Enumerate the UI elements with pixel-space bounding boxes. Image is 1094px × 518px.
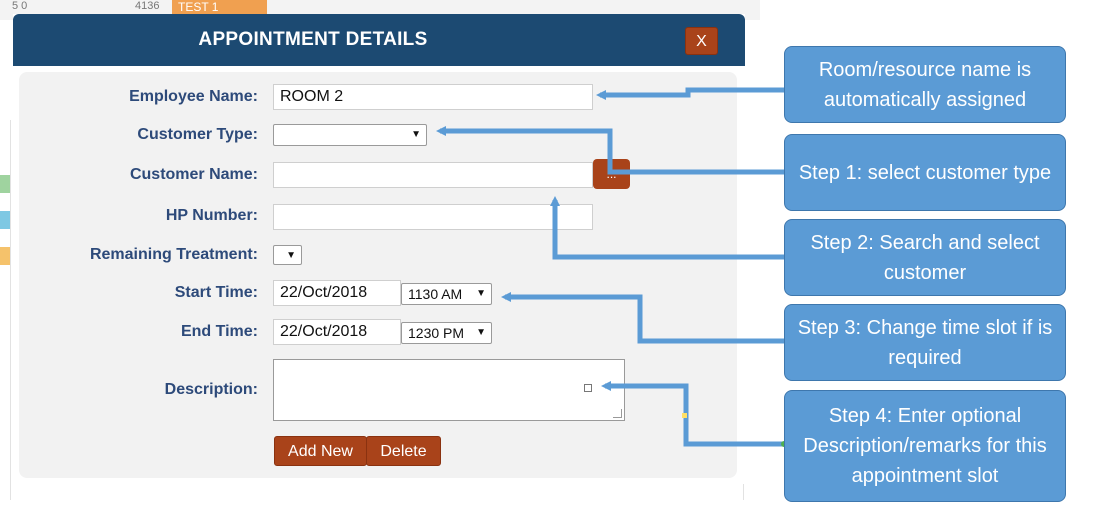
hp-number-label: HP Number: — [165, 207, 258, 224]
start-time-select[interactable]: 1130 AM ▼ — [401, 283, 492, 305]
end-time-value: 1230 PM — [408, 325, 465, 341]
arrow-description — [601, 381, 784, 447]
end-date-field[interactable]: 22/Oct/2018 — [273, 319, 401, 345]
start-date-field[interactable]: 22/Oct/2018 — [273, 280, 401, 306]
start-time-label: Start Time: — [174, 284, 258, 301]
add-new-button[interactable]: Add New — [274, 436, 367, 466]
callout-room-assigned: Room/resource name is automatically assi… — [784, 46, 1066, 123]
remaining-treatment-select[interactable]: ▼ — [273, 245, 302, 265]
background-appointment-block[interactable]: TEST 1 — [172, 0, 267, 14]
employee-name-field[interactable]: ROOM 2 — [273, 84, 593, 110]
description-textarea[interactable] — [273, 359, 625, 421]
close-button[interactable]: X — [685, 27, 718, 55]
remaining-treatment-label: Remaining Treatment: — [89, 246, 258, 263]
dropdown-arrow-icon: ▼ — [476, 288, 486, 299]
arrow-employee-name — [596, 87, 784, 100]
customer-type-select[interactable]: ▼ — [273, 124, 427, 146]
arrow-time-slot — [501, 292, 784, 344]
dropdown-arrow-icon: ▼ — [411, 129, 421, 140]
connector-handle-icon — [682, 413, 687, 418]
description-label: Description: — [164, 381, 258, 398]
arrow-customer-name — [550, 196, 784, 260]
start-time-value: 1130 AM — [408, 286, 463, 302]
customer-name-label: Customer Name: — [129, 166, 258, 183]
dropdown-arrow-icon: ▼ — [476, 327, 486, 338]
resize-grip-icon[interactable] — [613, 409, 622, 418]
customer-type-label: Customer Type: — [137, 126, 258, 143]
employee-name-label: Employee Name: — [129, 88, 258, 105]
callout-step-4: Step 4: Enter optional Description/remar… — [784, 390, 1066, 502]
background-divider-left — [10, 120, 11, 500]
modal-title: APPOINTMENT DETAILS — [198, 29, 428, 50]
end-time-select[interactable]: 1230 PM ▼ — [401, 322, 492, 344]
callout-step-1: Step 1: select customer type — [784, 134, 1066, 211]
callout-step-3: Step 3: Change time slot if is required — [784, 304, 1066, 381]
delete-button[interactable]: Delete — [366, 436, 441, 466]
hp-number-field[interactable] — [273, 204, 593, 230]
arrow-customer-type — [436, 126, 784, 175]
dropdown-arrow-icon: ▼ — [286, 250, 296, 261]
background-partial-number: 4136 — [135, 0, 160, 12]
background-color-markers — [0, 175, 10, 265]
customer-name-field[interactable] — [273, 162, 593, 188]
modal-header: APPOINTMENT DETAILS X — [13, 14, 745, 66]
end-time-label: End Time: — [180, 323, 258, 340]
callout-step-2: Step 2: Search and select customer — [784, 219, 1066, 296]
anchor-handle-icon — [584, 384, 592, 392]
background-partial-text: 5 0 — [12, 0, 28, 12]
